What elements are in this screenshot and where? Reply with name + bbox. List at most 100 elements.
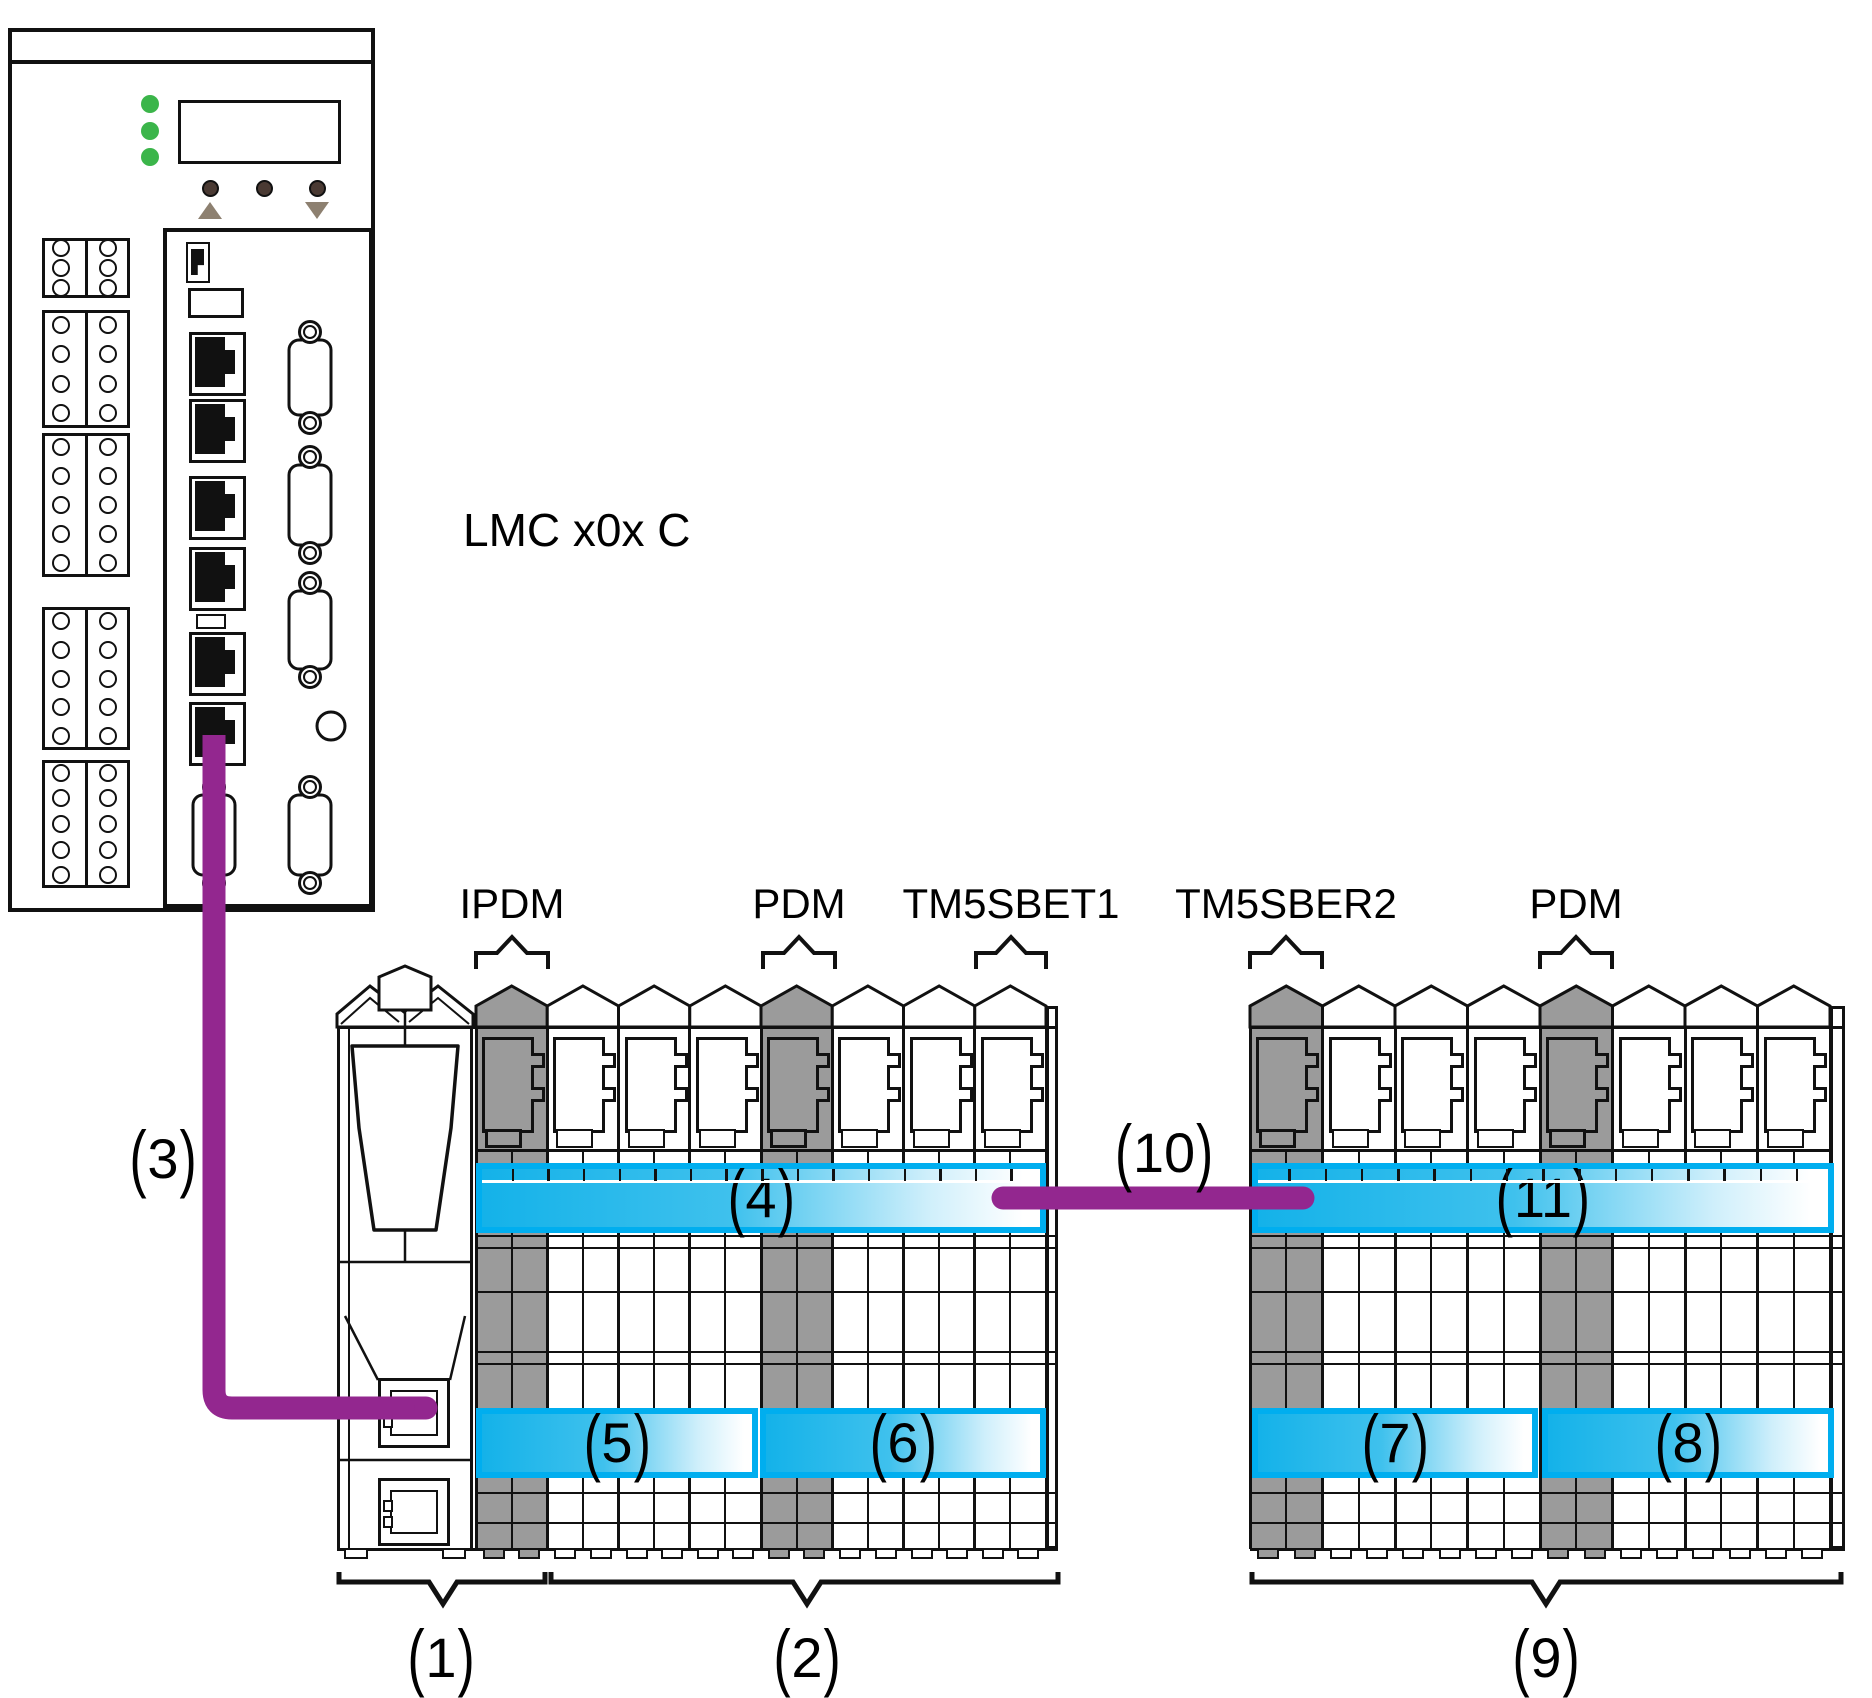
- label-tm5sber2: TM5SBER2: [1175, 880, 1397, 927]
- callout-7: (7): [1361, 1399, 1429, 1483]
- module-boundary: [759, 1027, 763, 1549]
- bar-tick: [1433, 1169, 1436, 1181]
- grid-vline: [938, 1478, 941, 1549]
- module-foot: [803, 1548, 826, 1559]
- terminal-pin-icon: [99, 438, 117, 457]
- callout-6: (6): [869, 1399, 937, 1483]
- terminal-pin-icon: [99, 612, 117, 631]
- bar-tick: [1469, 1169, 1472, 1181]
- terminal-pin-icon: [99, 840, 117, 859]
- module-top-chevron: [1393, 984, 1469, 1029]
- coupler-port-inner: [390, 1490, 438, 1534]
- module-foot: [1366, 1548, 1388, 1559]
- grid-vline: [1792, 1478, 1795, 1549]
- coupler-foot: [344, 1548, 368, 1559]
- module-latch-box: [1763, 1037, 1816, 1133]
- bar-tick: [1795, 1169, 1799, 1181]
- controller-display: [178, 100, 341, 164]
- module-label-plate: [1549, 1129, 1586, 1148]
- module-boundary: [902, 1027, 905, 1549]
- grid-hline: [476, 1362, 1058, 1366]
- controller-top-bar: [8, 28, 375, 64]
- terminal-pin-icon: [99, 524, 117, 543]
- grid-vline: [1647, 1233, 1650, 1408]
- callout-11: (11): [1496, 1154, 1590, 1238]
- module-top-chevron: [1611, 984, 1687, 1029]
- terminal-pin-icon: [52, 840, 70, 859]
- controller-model-label: LMC x0x C: [463, 504, 691, 556]
- module-boundary: [1044, 1027, 1048, 1549]
- grid-vline: [510, 1150, 513, 1163]
- module-latch-box: [1691, 1037, 1743, 1133]
- module-top-chevron: [1248, 984, 1324, 1029]
- coupler-top-tab: [377, 964, 433, 1012]
- grid-vline: [510, 1233, 513, 1408]
- module-foot: [981, 1548, 1004, 1559]
- controller-button: [201, 179, 219, 197]
- module-foot: [1329, 1548, 1352, 1559]
- coupler-top-chevron: [335, 984, 475, 1029]
- terminal-pin-icon: [99, 866, 117, 885]
- down-arrow-icon: [305, 202, 329, 219]
- rj45-notch: [225, 404, 239, 417]
- module-boundary: [1683, 1027, 1687, 1549]
- rj45-notch: [225, 674, 239, 687]
- module-latch-tooth: [1667, 1053, 1682, 1068]
- terminal-pin-icon: [99, 259, 117, 277]
- grid-vline: [1285, 1150, 1288, 1163]
- terminal-pin-icon: [52, 239, 70, 257]
- module-latch-tooth: [673, 1087, 688, 1102]
- coupler-port-step: [383, 1400, 393, 1412]
- module-foot: [910, 1548, 933, 1559]
- terminal-pin-icon: [52, 315, 70, 334]
- module-label-plate: [1259, 1129, 1296, 1148]
- module-label-plate: [983, 1129, 1021, 1148]
- module-foot: [874, 1548, 897, 1559]
- terminal-pin-icon: [99, 726, 117, 745]
- group-underbrace: [336, 1572, 548, 1609]
- status-led-icon: [141, 95, 159, 113]
- module-latch-box: [909, 1037, 962, 1133]
- bar-tick: [939, 1169, 942, 1181]
- module-foot: [1474, 1548, 1497, 1559]
- callout-3: (3): [129, 1115, 197, 1199]
- terminal-block-divider: [85, 610, 88, 747]
- terminal-pin-icon: [52, 640, 70, 659]
- grid-hline: [476, 1234, 1058, 1238]
- module-label-plate: [1766, 1129, 1804, 1148]
- grid-hline: [1250, 1246, 1845, 1250]
- grid-vline: [1357, 1478, 1360, 1549]
- grid-hline: [1250, 1362, 1845, 1366]
- module-latch-tooth: [1450, 1053, 1464, 1068]
- coupler-port-inner: [390, 1390, 438, 1436]
- module-latch-tooth: [1029, 1053, 1044, 1068]
- bar-tick: [761, 1169, 764, 1181]
- rj45-notch: [225, 589, 239, 602]
- module-foot: [1583, 1548, 1606, 1559]
- bar-tick: [832, 1169, 835, 1181]
- rack-top-line: [337, 1025, 1058, 1029]
- bar-tick: [867, 1169, 871, 1181]
- module-boundary: [1538, 1027, 1542, 1549]
- terminal-pin-icon: [52, 612, 70, 631]
- controller-button: [308, 179, 326, 197]
- module-foot: [696, 1548, 719, 1559]
- grid-hline: [476, 1290, 1058, 1294]
- module-foot: [1728, 1548, 1751, 1559]
- terminal-pin-icon: [52, 259, 70, 277]
- rj45-notch: [225, 707, 239, 720]
- grid-vline: [1575, 1233, 1578, 1408]
- terminal-pin-icon: [52, 815, 70, 833]
- terminal-pin-icon: [52, 496, 70, 514]
- module-latch-box: [695, 1037, 748, 1133]
- module-foot: [768, 1548, 790, 1559]
- group-underbrace: [1249, 1572, 1844, 1609]
- terminal-pin-icon: [99, 698, 117, 717]
- grid-vline: [653, 1233, 656, 1408]
- module-label-plate: [556, 1129, 594, 1148]
- module-latch-box: [553, 1037, 606, 1133]
- module-latch-tooth: [816, 1053, 830, 1068]
- module-boundary: [1756, 1027, 1759, 1549]
- terminal-pin-icon: [99, 789, 117, 808]
